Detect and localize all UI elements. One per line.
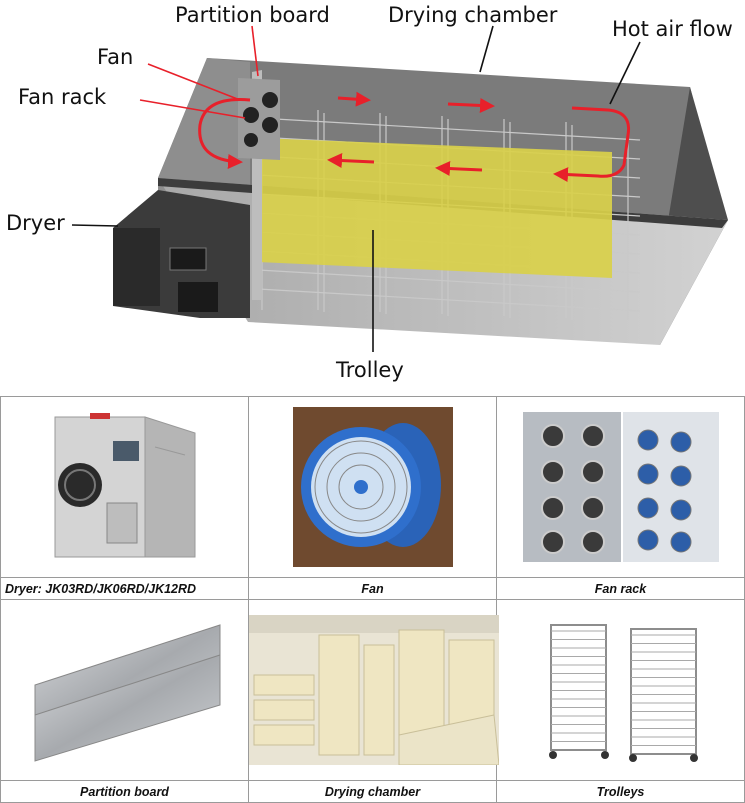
drying-chamber-photo — [249, 615, 499, 765]
photo-cell-dryer — [0, 396, 249, 578]
fan-icon — [244, 133, 258, 147]
fan-icon — [262, 117, 278, 133]
caption-drying-chamber: Drying chamber — [248, 780, 497, 803]
partition-board-photo — [34, 624, 220, 762]
hot-air-flow-arrows — [198, 91, 631, 183]
dryer-photo — [54, 413, 195, 558]
fan-photo — [292, 407, 453, 567]
label-fan-rack: Fan rack — [18, 85, 107, 109]
photo-cell-fan — [248, 396, 497, 578]
caption-trolleys: Trolleys — [496, 780, 745, 803]
fan-rack-photo — [522, 412, 719, 562]
label-dryer: Dryer — [6, 211, 65, 235]
dryer-unit — [113, 190, 250, 318]
dryer-panel — [169, 247, 207, 271]
photo-cell-drying-chamber — [248, 599, 499, 781]
caption-partition-board: Partition board — [0, 780, 249, 803]
fan-icon — [262, 92, 278, 108]
leader-lines — [71, 25, 641, 352]
caption-fan-rack: Fan rack — [496, 577, 745, 600]
photo-cell-trolleys — [496, 599, 745, 781]
label-drying-chamber: Drying chamber — [388, 3, 558, 27]
caption-fan: Fan — [248, 577, 497, 600]
partition-board-panel — [258, 138, 612, 278]
fan-icon — [243, 107, 259, 123]
trolleys-photo — [548, 624, 698, 762]
component-gallery: Dryer: JK03RD/JK06RD/JK12RD Fan Fan rack — [0, 396, 745, 803]
label-partition-board: Partition board — [175, 3, 330, 27]
dryer-vent — [178, 282, 218, 312]
caption-dryer: Dryer: JK03RD/JK06RD/JK12RD — [0, 577, 249, 600]
label-fan: Fan — [97, 45, 133, 69]
label-trolley: Trolley — [335, 358, 404, 382]
drying-room-diagram: Partition board Drying chamber Hot air f… — [6, 3, 733, 382]
label-hot-air-flow: Hot air flow — [612, 17, 733, 41]
fan-rack — [238, 78, 280, 160]
photo-cell-fan-rack — [496, 396, 745, 578]
photo-cell-partition-board — [0, 599, 249, 781]
